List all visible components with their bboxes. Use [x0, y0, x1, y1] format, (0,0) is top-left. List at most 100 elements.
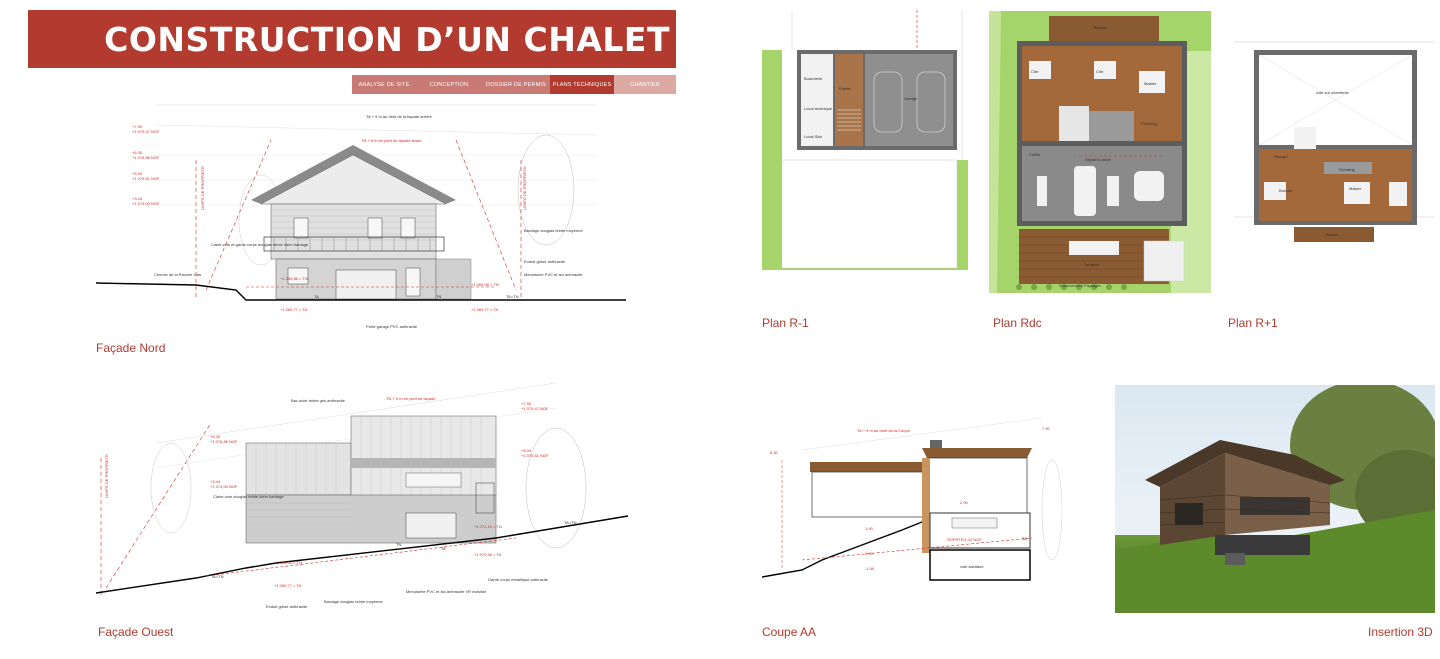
level-label: +1 076,86 NGF	[210, 439, 238, 444]
page-title: CONSTRUCTION D’UN CHALET	[104, 20, 670, 59]
ground-level: TN	[396, 542, 401, 547]
section-label: TA	[1022, 536, 1027, 541]
nav-item-conception[interactable]: CONCEPTION	[416, 75, 482, 94]
level-label: +1 079,47 NGF	[132, 129, 160, 134]
ground-level: +1 069,86 = TN	[280, 276, 308, 281]
room-label: Local Skis	[804, 134, 822, 139]
level-label: +1 076,86 NGF	[132, 155, 160, 160]
callout: Enduit grésé anthracite	[266, 604, 308, 609]
level-label: +5.04	[521, 448, 532, 453]
ground-level: +1 069,06 = TN	[471, 282, 499, 287]
nav-item-plans-techniques[interactable]: PLANS TECHNIQUES	[550, 75, 614, 94]
room-label: Chb	[1096, 69, 1104, 74]
caption-facade-ouest: Façade Ouest	[98, 625, 174, 639]
ground-level: TA	[314, 294, 319, 299]
facade-ouest-drawing: TN + 9 m en pied de façade LIMITE DE PRO…	[96, 378, 628, 623]
coupe-note: TA + 9 m au droit de la Coupe	[857, 428, 911, 433]
room-label: Buanderie	[804, 76, 823, 81]
ground-level: TA=TN	[564, 520, 577, 525]
room-label: Placard	[1274, 154, 1288, 159]
room-label: Terrasse	[1084, 262, 1100, 267]
nav-item-chantier[interactable]: CHANTIER	[614, 75, 676, 94]
level-label: +6.30	[132, 150, 143, 155]
level-label: +1 074,00 NGF	[210, 484, 238, 489]
plan-label: vide sur chambres	[1316, 90, 1349, 95]
insertion-3d-render	[1115, 385, 1435, 613]
level-label: 0,90	[865, 551, 874, 556]
level-label: 6,30	[770, 450, 779, 455]
level-label: 1,90	[865, 526, 874, 531]
room-label: Dressing	[1141, 121, 1157, 126]
level-label: +1 074,00 NGF	[132, 201, 160, 206]
caption-plan-r-plus-1: Plan R+1	[1228, 316, 1278, 330]
ground-level: +1 071,16 = TN	[474, 524, 502, 529]
level-label: -1,90	[865, 566, 875, 571]
ground-level: +1 069,77 = TA	[274, 583, 302, 588]
ground-level: TA	[441, 546, 446, 551]
ground-level: +1 069,77 = TA	[471, 307, 499, 312]
callout: Claire-voie douglas teinte idem bardage	[213, 494, 284, 499]
title-banner: CONSTRUCTION D’UN CHALET	[28, 10, 676, 68]
level-label: +1 075,61 NGF	[521, 453, 549, 458]
facade-nord-drawing: TA + 9 m au droit de la façade arrière T…	[96, 100, 626, 340]
ground-level: TA=TN	[506, 294, 519, 299]
plan-label: Enrochement Paysager	[1059, 283, 1101, 288]
callout: Chemin de la Ravoire Lots	[154, 272, 201, 277]
callout: Garde corps métallique anthracite	[488, 577, 549, 582]
callout: Bardage douglas teinte moyenne	[324, 599, 383, 604]
level-label: 2,90	[960, 500, 969, 505]
level-label: +3.44	[132, 196, 143, 201]
coupe-aa-drawing: TA + 9 m au droit de la Coupe 7,90 6,30 …	[762, 410, 1062, 610]
limit-label: LIMITE DE PROPRIETE	[522, 166, 527, 210]
ground-level: +1 069,77 = TA	[280, 307, 308, 312]
ground-level: TA=TN	[211, 574, 224, 579]
caption-insertion-3d: Insertion 3D	[1368, 625, 1433, 639]
caption-coupe-aa: Coupe AA	[762, 625, 817, 639]
facade-ouest-note: TN + 9 m en pied de façade	[386, 396, 436, 401]
room-label: Cellier	[1029, 152, 1041, 157]
limit-label: LIMITE DE PROPRIETE	[200, 166, 205, 210]
room-label: Bureau	[1094, 25, 1107, 30]
room-label: Garage	[904, 96, 918, 101]
plan-r-plus-1-drawing: vide sur chambres Placard Dressing Burea…	[1234, 32, 1434, 247]
callout: Menuiserie PVC et alu anthracite	[524, 272, 583, 277]
callout: Menuiserie PVC et alu anthracite VR invi…	[406, 589, 487, 594]
level-label: +7.90	[521, 401, 532, 406]
nav-item-permis[interactable]: DOSSIER DE PERMIS	[482, 75, 550, 94]
ground-level: +1 069,06 = TN	[274, 560, 302, 565]
limit-label: LIMITE DE PROPRIETE	[104, 454, 109, 498]
room-label: Chb	[1031, 69, 1039, 74]
plan-rdc-drawing: Chb Chb Master Dressing Cellier Séjour/C…	[989, 11, 1211, 293]
level-label: +6.30	[210, 434, 221, 439]
section-label: vide sanitaire	[960, 564, 984, 569]
callout: Bardage douglas teinte moyenne	[524, 228, 583, 233]
section-nav: ANALYSE DE SITE CONCEPTION DOSSIER DE PE…	[352, 75, 676, 94]
room-label: Bureau	[1279, 188, 1292, 193]
level-label: +1 079,47 NGF	[521, 406, 549, 411]
callout: Enduit grésé anthracite	[524, 259, 566, 264]
callout: Porte garage PVC anthracite	[366, 324, 418, 329]
room-label: Balcon	[1326, 232, 1338, 237]
level-label: +1 075,61 NGF	[132, 176, 160, 181]
room-label: Master	[1144, 81, 1157, 86]
room-label: Master	[1349, 186, 1362, 191]
room-label: Séjour/Cuisine	[1085, 157, 1112, 162]
section-label: SOPRTE/1,12 NGF	[947, 537, 982, 542]
room-label: Dressing	[1339, 167, 1355, 172]
plan-r1-drawing: Garage Buanderie Entrée Local technique …	[762, 10, 968, 270]
nav-item-analyse[interactable]: ANALYSE DE SITE	[352, 75, 416, 94]
level-label: +3.44	[210, 479, 221, 484]
level-label: 7,90	[1042, 426, 1051, 431]
room-label: Entrée	[839, 86, 852, 91]
caption-plan-r1: Plan R-1	[762, 316, 809, 330]
caption-plan-rdc: Plan Rdc	[993, 316, 1042, 330]
ground-level: TN	[436, 294, 441, 299]
facade-nord-note2: TN + 9 m en pied de façade avant	[361, 138, 422, 143]
room-label: Local technique	[804, 106, 833, 111]
facade-nord-note: TA + 9 m au droit de la façade arrière	[366, 114, 433, 119]
ground-level: +1 070,56 = TA	[474, 552, 502, 557]
caption-facade-nord: Façade Nord	[96, 341, 166, 355]
callout: Bac acier teinte gris anthracite	[291, 398, 346, 403]
level-label: +7.90	[132, 124, 143, 129]
level-label: +5.04	[132, 171, 143, 176]
